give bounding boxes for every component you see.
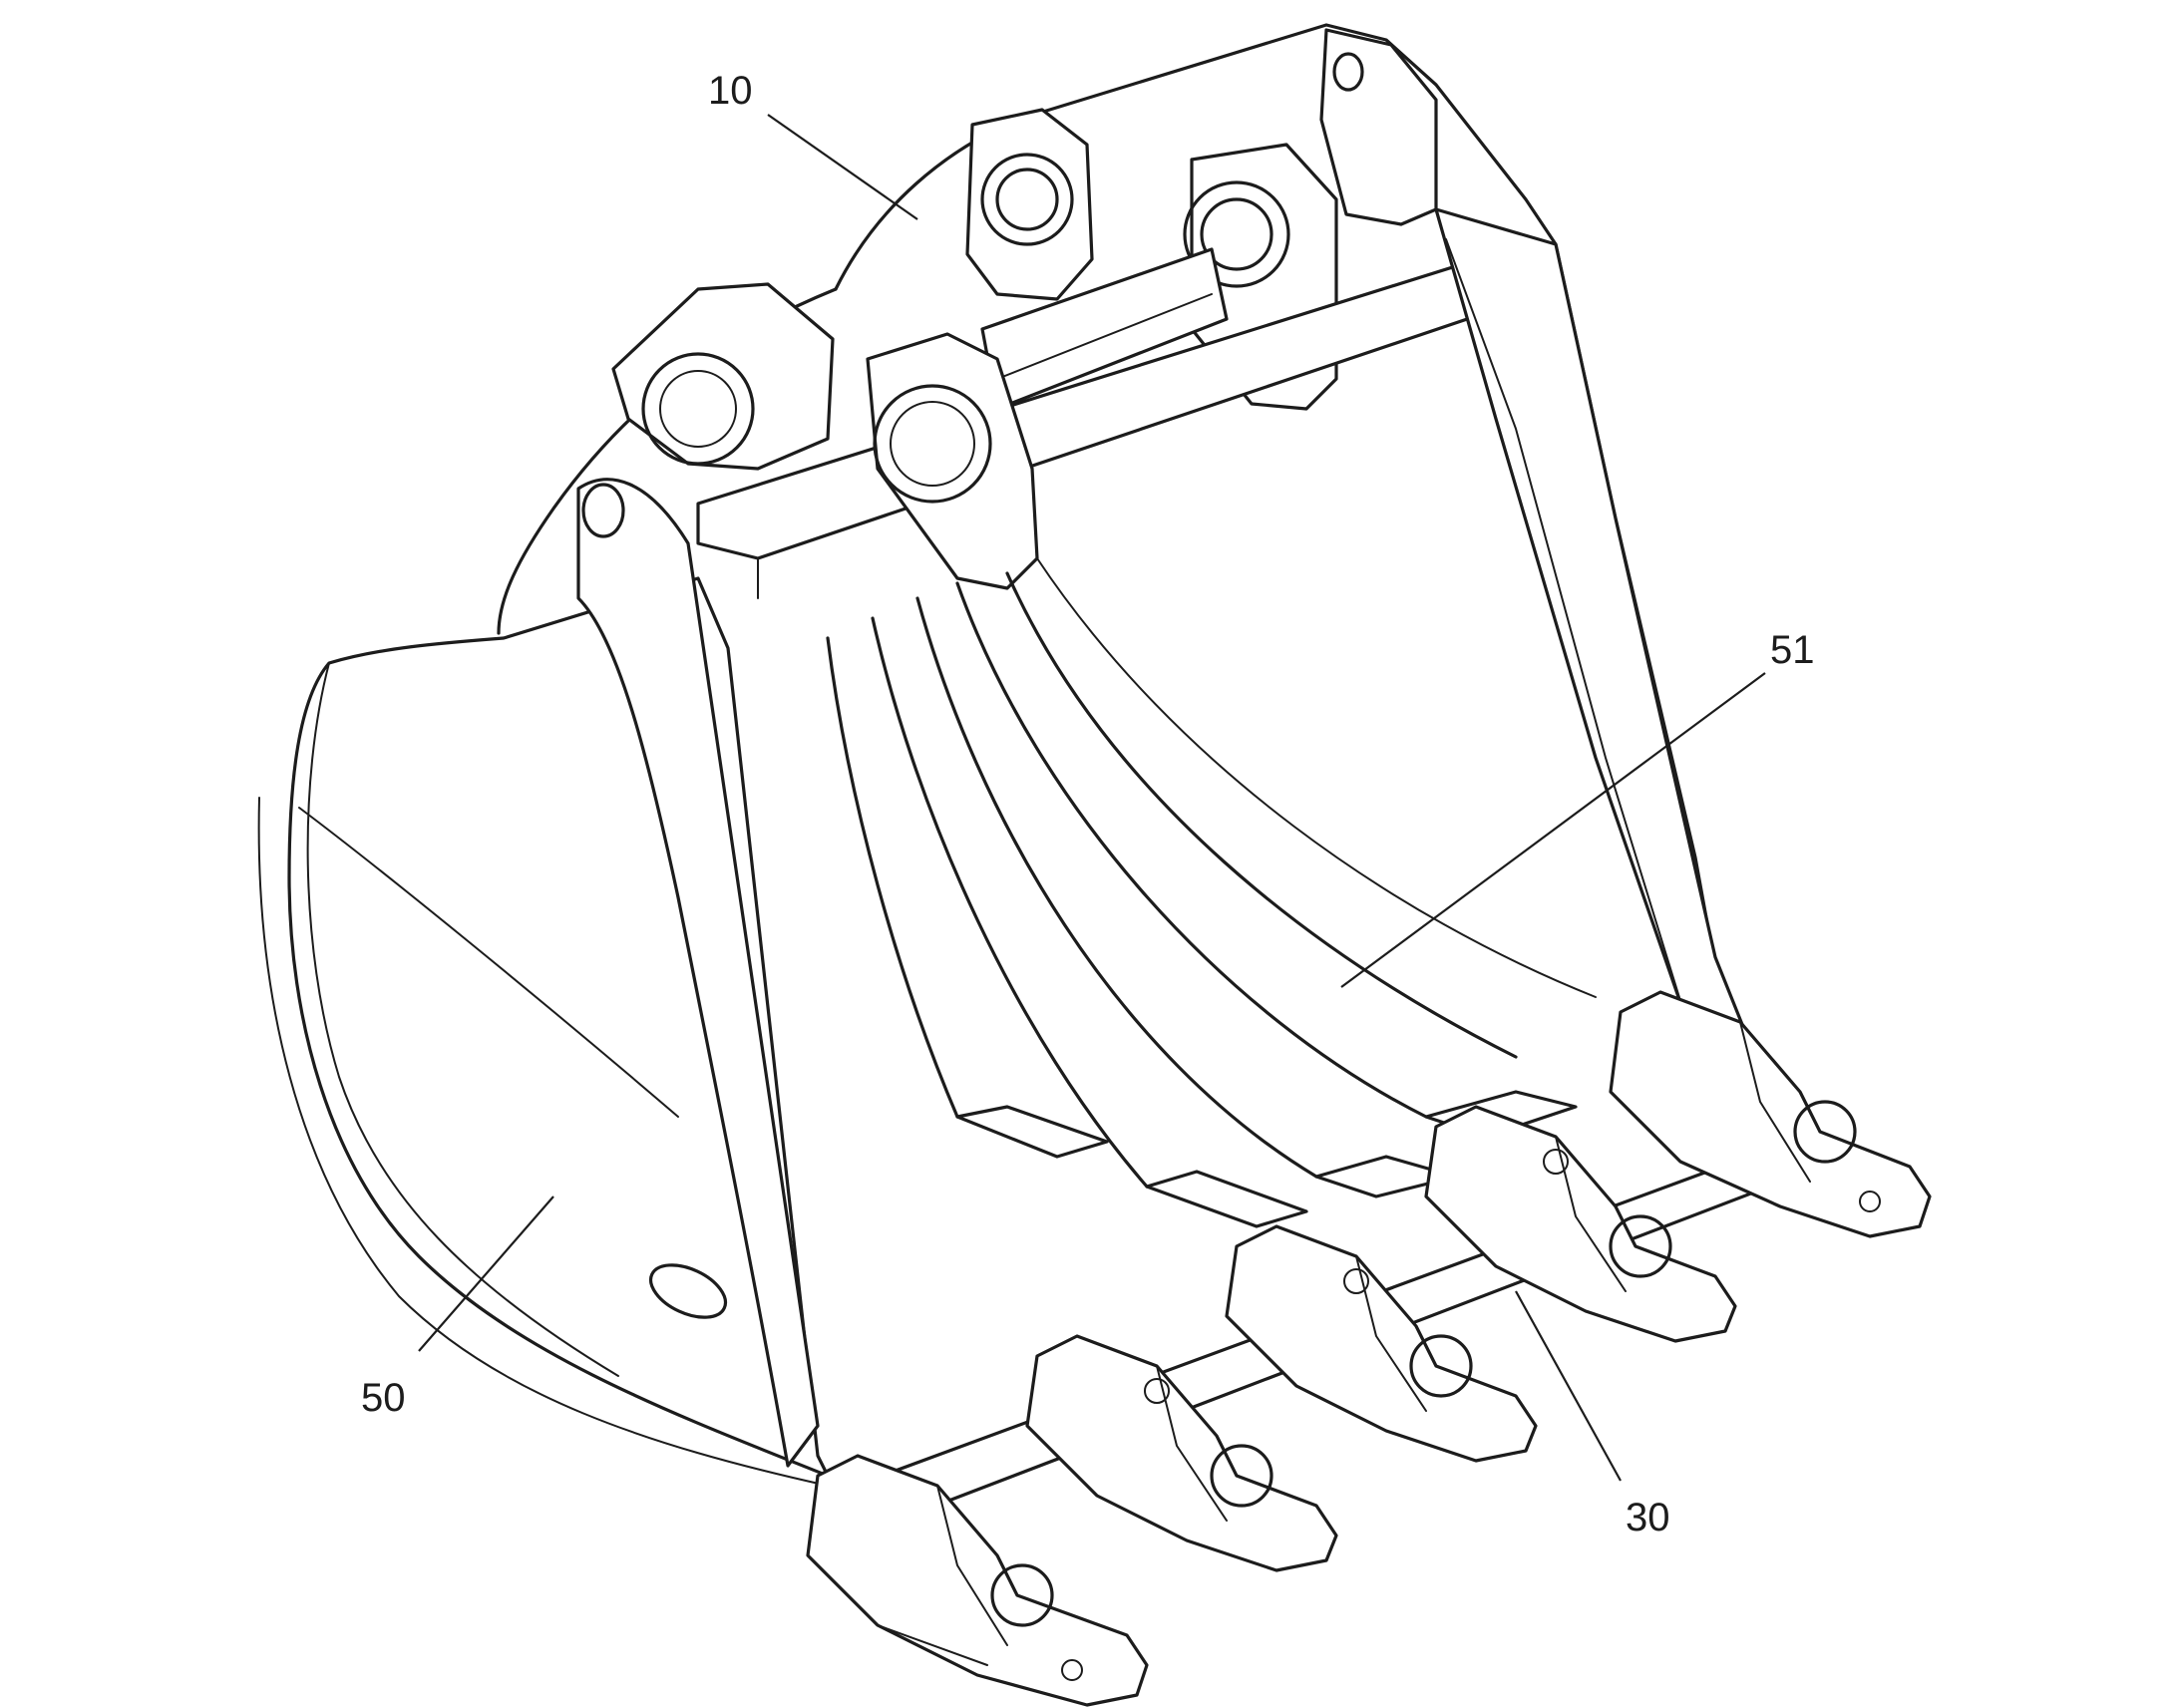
tooth-2 (1025, 1334, 1338, 1572)
ref-numeral-30: 30 (1626, 1496, 1670, 1539)
ref-numeral-50: 50 (361, 1376, 406, 1420)
rear-mount (965, 28, 1438, 411)
ref-numeral-51: 51 (1770, 628, 1815, 672)
inner-ribs (826, 557, 1597, 1228)
tooth-5 (1609, 990, 1932, 1238)
leader-10 (767, 114, 918, 220)
side-plate (257, 478, 830, 1487)
tooth-4 (1424, 1105, 1737, 1343)
leader-51 (1340, 672, 1766, 988)
leader-30 (1515, 1290, 1622, 1482)
leader-50 (418, 1196, 554, 1352)
front-mount (611, 282, 1039, 590)
ref-numeral-10: 10 (708, 69, 753, 113)
tooth-1 (806, 1454, 1149, 1707)
right-arm (1434, 207, 1757, 1099)
tooth-3 (1225, 1224, 1538, 1463)
